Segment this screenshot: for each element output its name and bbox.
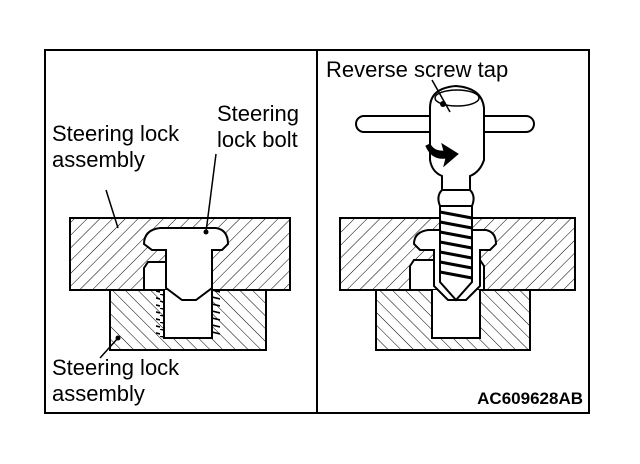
label-lock-assembly-top: Steering lock assembly bbox=[52, 121, 185, 172]
hole-thread-right bbox=[212, 290, 220, 338]
leader-lock-top bbox=[105, 189, 119, 229]
tap-chuck bbox=[429, 84, 485, 191]
label-lock-bolt-line1: Steering bbox=[217, 101, 299, 126]
label-lock-assembly-top-line1: Steering lock bbox=[52, 121, 180, 146]
tap-neck bbox=[437, 189, 475, 207]
tap-threads bbox=[439, 210, 473, 280]
left-panel: Steering lock assembly Steering lock bol… bbox=[52, 101, 305, 406]
bolt-hole-right bbox=[431, 290, 481, 339]
right-panel: Reverse screw tap AC609628AB bbox=[326, 57, 583, 408]
leader-dot-bottom bbox=[115, 335, 121, 341]
rotation-arrow-icon bbox=[425, 142, 459, 168]
hole-thread-left bbox=[156, 290, 164, 338]
label-lock-assembly-bottom-line2: assembly bbox=[52, 381, 145, 406]
leader-lock-bottom bbox=[99, 337, 119, 359]
label-lock-assembly-bottom-line1: Steering lock bbox=[52, 355, 180, 380]
figure-code: AC609628AB bbox=[477, 389, 583, 408]
label-lock-bolt-line2: lock bolt bbox=[217, 127, 298, 152]
leader-dot-bolt bbox=[203, 229, 209, 235]
label-lock-assembly-bottom: Steering lock assembly bbox=[52, 355, 185, 406]
label-reverse-screw-tap: Reverse screw tap bbox=[326, 57, 508, 82]
leader-lock-bolt bbox=[205, 153, 217, 233]
lock-bolt bbox=[142, 227, 230, 301]
label-lock-assembly-top-line2: assembly bbox=[52, 147, 145, 172]
tap-chuck-top bbox=[434, 89, 480, 107]
label-lock-bolt: Steering lock bolt bbox=[217, 101, 305, 152]
leader-tool bbox=[431, 79, 451, 113]
